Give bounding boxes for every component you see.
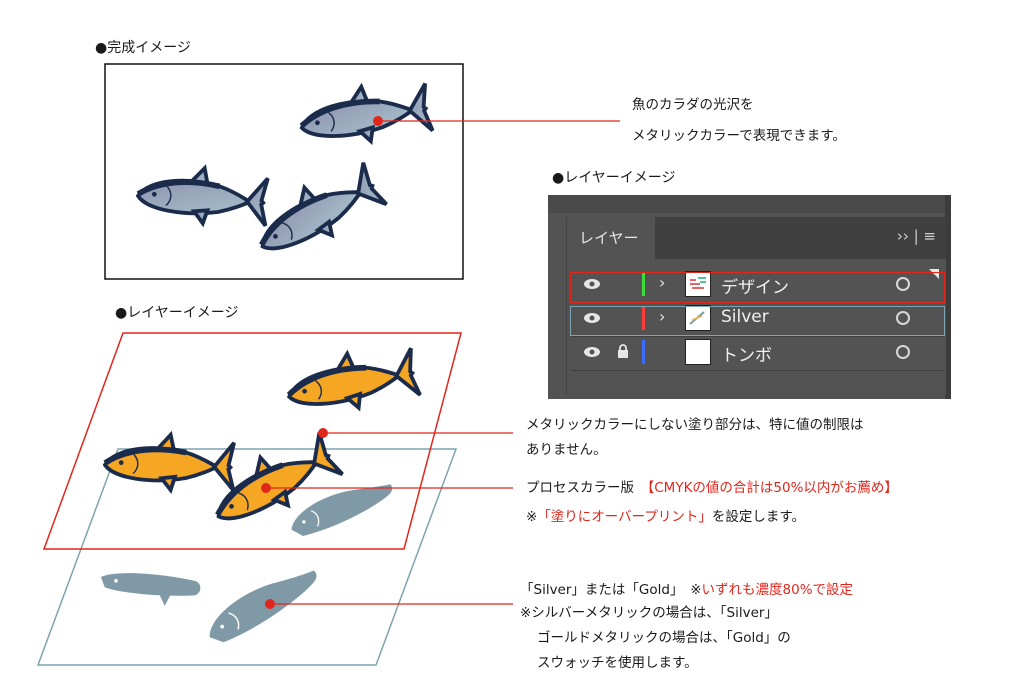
process-callout-dot	[261, 483, 271, 493]
design-fish-top	[281, 340, 423, 422]
complete-image-title: ●完成イメージ	[95, 40, 191, 56]
design-layer-plane	[42, 332, 462, 550]
complete-fish-bottom	[245, 155, 390, 269]
layer-image-title-left: ●レイヤーイメージ	[115, 305, 239, 321]
layer-name[interactable]: トンボ	[721, 346, 772, 366]
target-circle-icon[interactable]	[896, 277, 910, 291]
layer-image-title-right: ●レイヤーイメージ	[552, 170, 676, 186]
layer-row-design[interactable]: › デザイン	[571, 269, 944, 299]
process-note-recommend: 【CMYKの値の合計は50%以内がお薦め】	[647, 480, 898, 496]
process-note: プロセスカラー版 【CMYKの値の合計は50%以内がお薦め】	[526, 478, 898, 499]
layer-row-tonbo[interactable]: トンボ	[571, 337, 944, 367]
visibility-eye-icon[interactable]	[583, 346, 601, 358]
nonmetal-callout-dot	[318, 428, 328, 438]
silver-note-line3: ゴールドメタリックの場合は、「Gold」の	[537, 630, 791, 646]
silver-layer-fish	[100, 484, 393, 643]
layer-name[interactable]: Silver	[721, 307, 769, 327]
layer-row-silver[interactable]: › Silver	[571, 303, 944, 333]
gloss-callout-dot	[373, 116, 383, 126]
silver-note-line4: スウォッチを使用します。	[537, 655, 698, 671]
target-circle-icon[interactable]	[896, 311, 910, 325]
gloss-note-line2: メタリックカラーで表現できます。	[632, 128, 846, 144]
silver-callout-dot	[265, 599, 275, 609]
target-circle-icon[interactable]	[896, 345, 910, 359]
tab-layers[interactable]: レイヤー	[567, 217, 655, 259]
layer-color-bar	[642, 306, 645, 330]
complete-fish-top	[295, 75, 435, 153]
silver-note-prefix: 「Silver」または「Gold」 ※	[520, 582, 702, 598]
gloss-note-line1: 魚のカラダの光沢を	[632, 97, 754, 113]
complete-image-frame	[104, 63, 464, 280]
overprint-note: ※「塗りにオーバープリント」を設定します。	[526, 507, 805, 528]
expand-chevron-icon[interactable]: ›	[659, 273, 666, 292]
layer-thumbnail	[685, 305, 711, 331]
layer-color-bar	[642, 340, 645, 364]
nonmetal-note-line1: メタリックカラーにしない塗り部分は、特に値の制限は	[526, 417, 864, 433]
silver-note-line1: 「Silver」または「Gold」 ※いずれも濃度80%で設定	[520, 580, 853, 601]
design-fish-bottom	[201, 425, 346, 539]
layer-color-bar	[642, 272, 645, 296]
design-row-highlight	[570, 272, 945, 303]
panel-menu-icon[interactable]: ›› | ≡	[896, 227, 936, 245]
silver-note-density: いずれも濃度80%で設定	[701, 582, 854, 598]
overprint-note-prefix: ※	[526, 509, 538, 525]
visibility-eye-icon[interactable]	[583, 278, 601, 290]
layer-thumbnail	[685, 339, 711, 365]
lock-icon[interactable]	[617, 344, 629, 358]
layer-thumbnail	[685, 271, 711, 297]
selection-corner-icon	[929, 269, 939, 279]
panel-tab-strip: レイヤー ›› | ≡	[567, 217, 946, 259]
silver-row-highlight	[570, 306, 945, 336]
design-fish-left	[102, 430, 238, 495]
expand-chevron-icon[interactable]: ›	[659, 307, 666, 326]
overprint-note-setting: 「塗りにオーバープリント」	[537, 509, 712, 525]
silver-layer-plane	[36, 448, 458, 666]
process-note-prefix: プロセスカラー版	[526, 480, 648, 496]
complete-fish-left	[134, 161, 272, 230]
layer-name[interactable]: デザイン	[721, 278, 789, 298]
nonmetal-note-line2: ありません。	[526, 442, 607, 458]
silver-note-line2: ※シルバーメタリックの場合は、「Silver」	[520, 605, 778, 621]
visibility-eye-icon[interactable]	[583, 312, 601, 324]
overprint-note-suffix: を設定します。	[711, 509, 806, 525]
